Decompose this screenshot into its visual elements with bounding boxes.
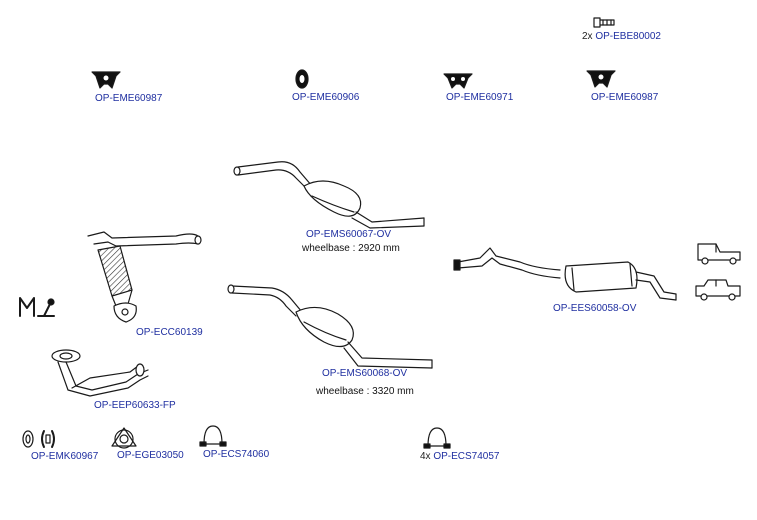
part-label-rear[interactable]: OP-EES60058-OV [553,303,636,315]
bolt-icon[interactable] [593,17,615,28]
part-label-hanger-1[interactable]: OP-EME60987 [95,93,162,105]
part-label-hanger-3[interactable]: OP-EME60971 [446,92,513,104]
middle-silencer-icon[interactable] [233,161,425,229]
part-label-middle-2[interactable]: OP-EMS60068-OV [322,368,407,380]
part-code-link[interactable]: OP-EME60987 [95,93,163,104]
part-label-bolt[interactable]: 2x OP-EBE80002 [582,31,661,42]
part-code-link[interactable]: OP-EES60058-OV [553,303,637,314]
part-label-front-pipe[interactable]: OP-EEP60633-FP [94,400,176,412]
part-code-link[interactable]: OP-EGE03050 [117,450,184,461]
rubber-hanger-icon[interactable] [443,73,473,89]
clamp-icon[interactable] [199,425,227,447]
part-label-hanger-2[interactable]: OP-EME60906 [292,92,359,104]
rubber-hanger-icon[interactable] [586,70,616,88]
part-code-link[interactable]: OP-ECS74060 [203,449,270,460]
part-code-link[interactable]: OP-EMS60068-OV [322,368,408,379]
clamp-icon[interactable] [423,427,451,449]
rubber-ring-icon[interactable] [295,69,309,89]
rear-silencer-icon[interactable] [453,247,677,301]
catalytic-converter-icon[interactable] [87,231,202,323]
part-label-middle-1[interactable]: OP-EMS60067-OV [306,229,391,241]
manual-gearbox-icon [19,297,55,317]
part-label-gasket[interactable]: OP-EGE03050 [117,450,184,462]
crew-cab-pickup-icon [695,279,741,301]
part-label-hanger-4[interactable]: OP-EME60987 [591,92,658,104]
wheelbase-note: wheelbase : 2920 mm [302,243,400,254]
part-code-link[interactable]: OP-EMS60067-OV [306,229,392,240]
part-code-link[interactable]: OP-ECS74057 [433,451,500,462]
part-label-clamp-2[interactable]: 4x OP-ECS74057 [420,451,500,462]
part-label-clamp-1[interactable]: OP-ECS74060 [203,449,269,461]
middle-silencer-icon[interactable] [227,284,433,369]
part-code-link[interactable]: OP-EME60906 [292,92,360,103]
gasket-icon[interactable] [111,427,137,449]
pickup-truck-icon [697,243,741,265]
part-label-catalyst[interactable]: OP-ECC60139 [136,327,203,339]
part-code-link[interactable]: OP-EEP60633-FP [94,400,176,411]
mounting-kit-icon[interactable] [22,430,55,448]
part-code-link[interactable]: OP-EME60971 [446,92,514,103]
part-label-mounting-kit[interactable]: OP-EMK60967 [31,451,98,463]
part-code-link[interactable]: OP-EBE80002 [595,31,661,42]
wheelbase-note: wheelbase : 3320 mm [316,386,414,397]
rubber-hanger-icon[interactable] [91,71,121,89]
part-code-link[interactable]: OP-ECC60139 [136,327,203,338]
front-pipe-icon[interactable] [51,349,149,397]
part-code-link[interactable]: OP-EME60987 [591,92,659,103]
part-code-link[interactable]: OP-EMK60967 [31,451,99,462]
